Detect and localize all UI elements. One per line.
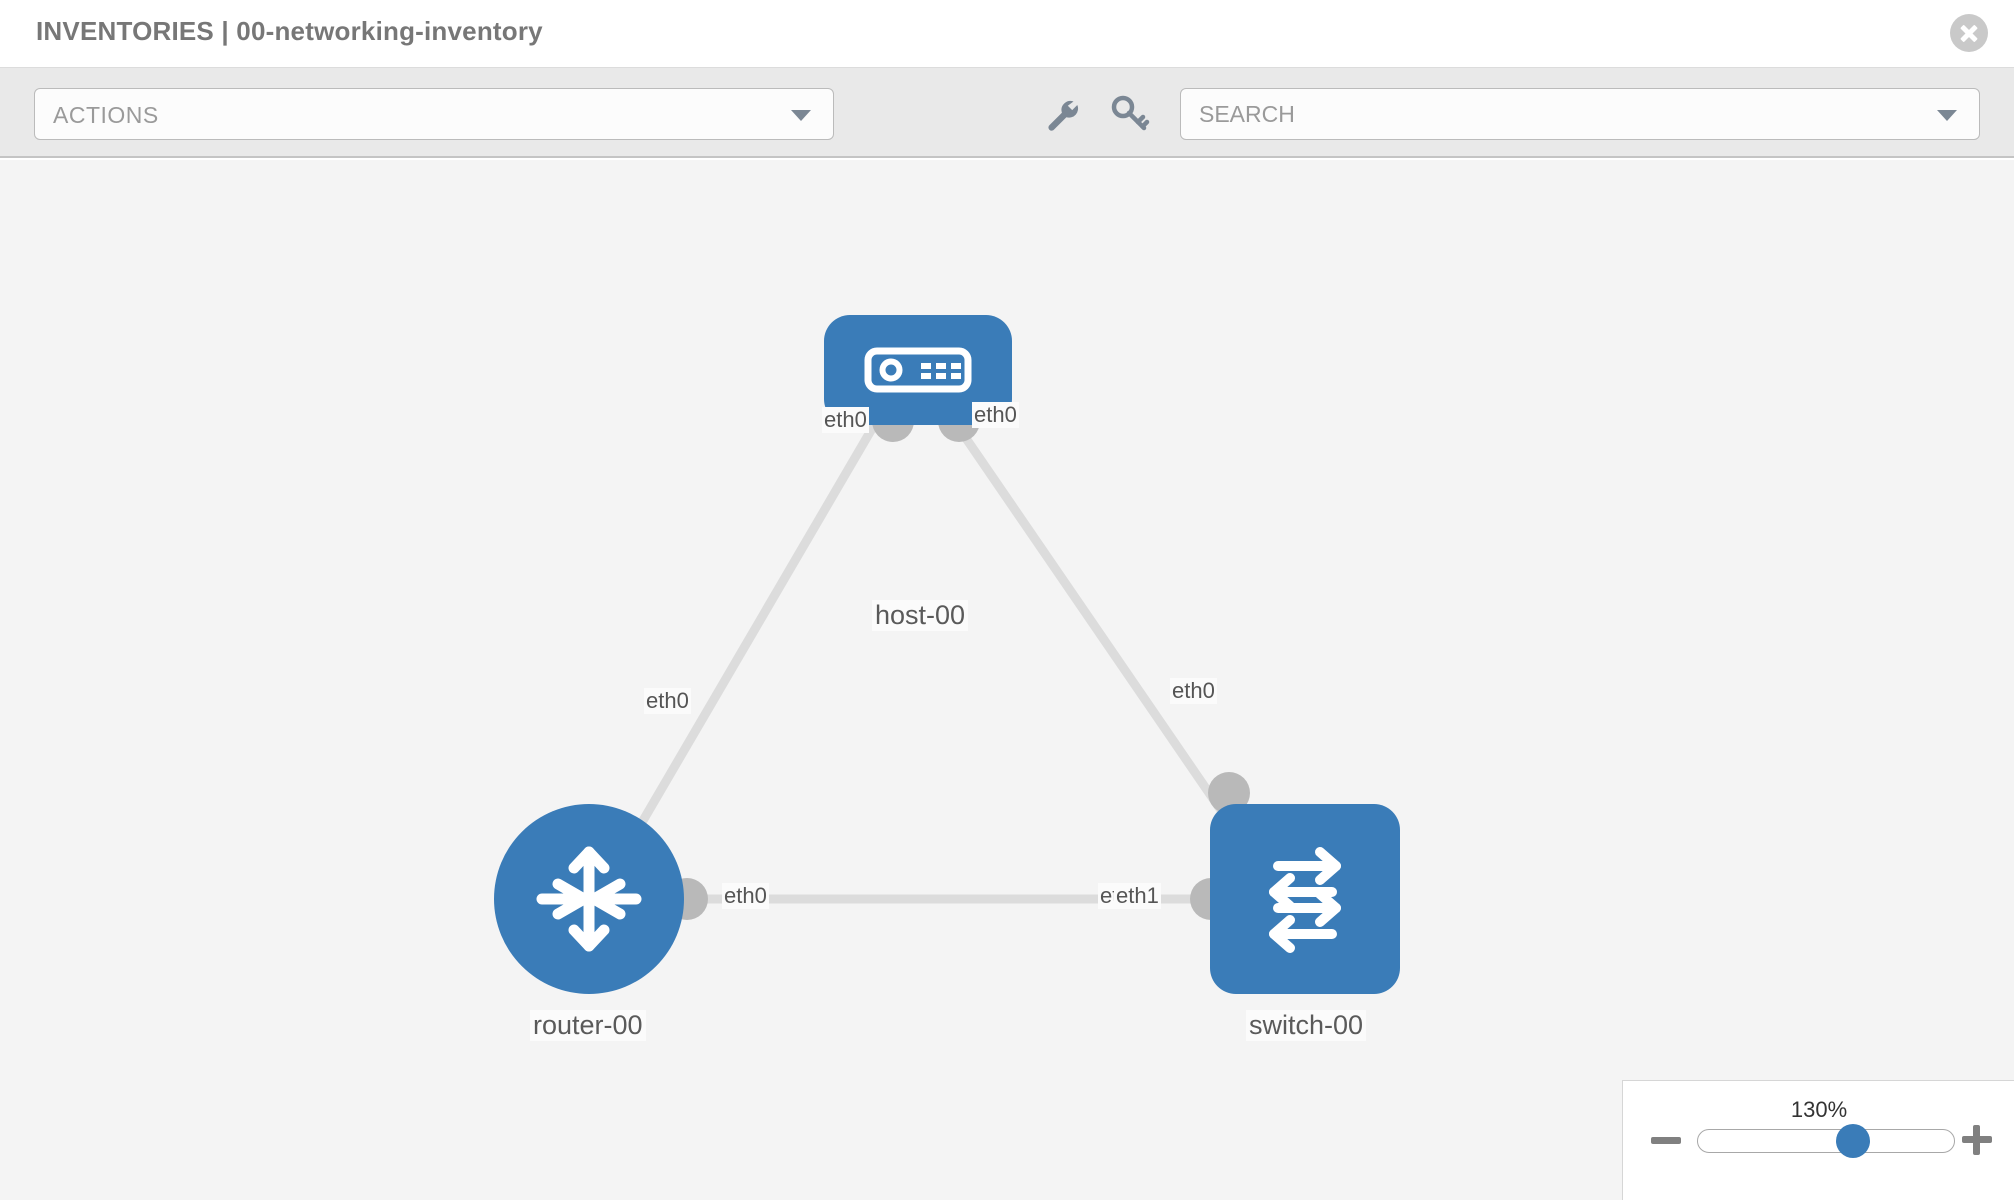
port-label-switch-upper: eth0	[1170, 678, 1217, 704]
page-header: INVENTORIES | 00-networking-inventory	[0, 0, 2014, 68]
node-switch-00-shape[interactable]	[1210, 804, 1400, 994]
wrench-icon[interactable]	[1040, 92, 1084, 136]
port-label-switch-left: eth1	[1114, 883, 1161, 909]
chevron-down-icon	[791, 110, 811, 121]
node-host-00-label: host-00	[872, 600, 969, 631]
zoom-control-panel: 130%	[1622, 1080, 2014, 1200]
zoom-level-value: 130%	[1790, 1097, 1848, 1122]
minus-icon[interactable]	[1649, 1123, 1683, 1157]
actions-dropdown-label: ACTIONS	[53, 102, 159, 128]
node-router-00-shape[interactable]	[494, 804, 684, 994]
port-label-router-right: eth0	[722, 883, 769, 909]
chevron-down-icon[interactable]	[1937, 110, 1957, 121]
port-label-host-right: eth0	[972, 402, 1019, 428]
topology-canvas[interactable]: host-00 router-00	[0, 160, 2014, 1200]
node-router-00-label: router-00	[530, 1010, 646, 1041]
toolbar: ACTIONS	[0, 68, 2014, 158]
zoom-slider-handle[interactable]	[1836, 1124, 1870, 1158]
plus-icon[interactable]	[1960, 1123, 1994, 1157]
port-label-router-upper: eth0	[644, 688, 691, 714]
key-icon[interactable]	[1108, 92, 1152, 136]
server-icon	[864, 347, 972, 393]
minus-icon-bar	[1651, 1137, 1681, 1144]
plus-icon-bar-vertical	[1973, 1125, 1980, 1155]
node-switch-00-label: switch-00	[1246, 1010, 1367, 1041]
topology-links	[616, 412, 1259, 904]
switch-arrows-icon	[1269, 847, 1341, 953]
close-icon[interactable]	[1950, 14, 1988, 52]
search-input[interactable]	[1199, 89, 1919, 139]
actions-dropdown[interactable]: ACTIONS	[34, 88, 834, 140]
zoom-slider[interactable]	[1697, 1124, 1955, 1158]
router-arrows-icon	[536, 846, 642, 952]
port-label-host-left: eth0	[822, 407, 869, 433]
page-title: INVENTORIES | 00-networking-inventory	[36, 16, 543, 46]
search-box[interactable]	[1180, 88, 1980, 140]
